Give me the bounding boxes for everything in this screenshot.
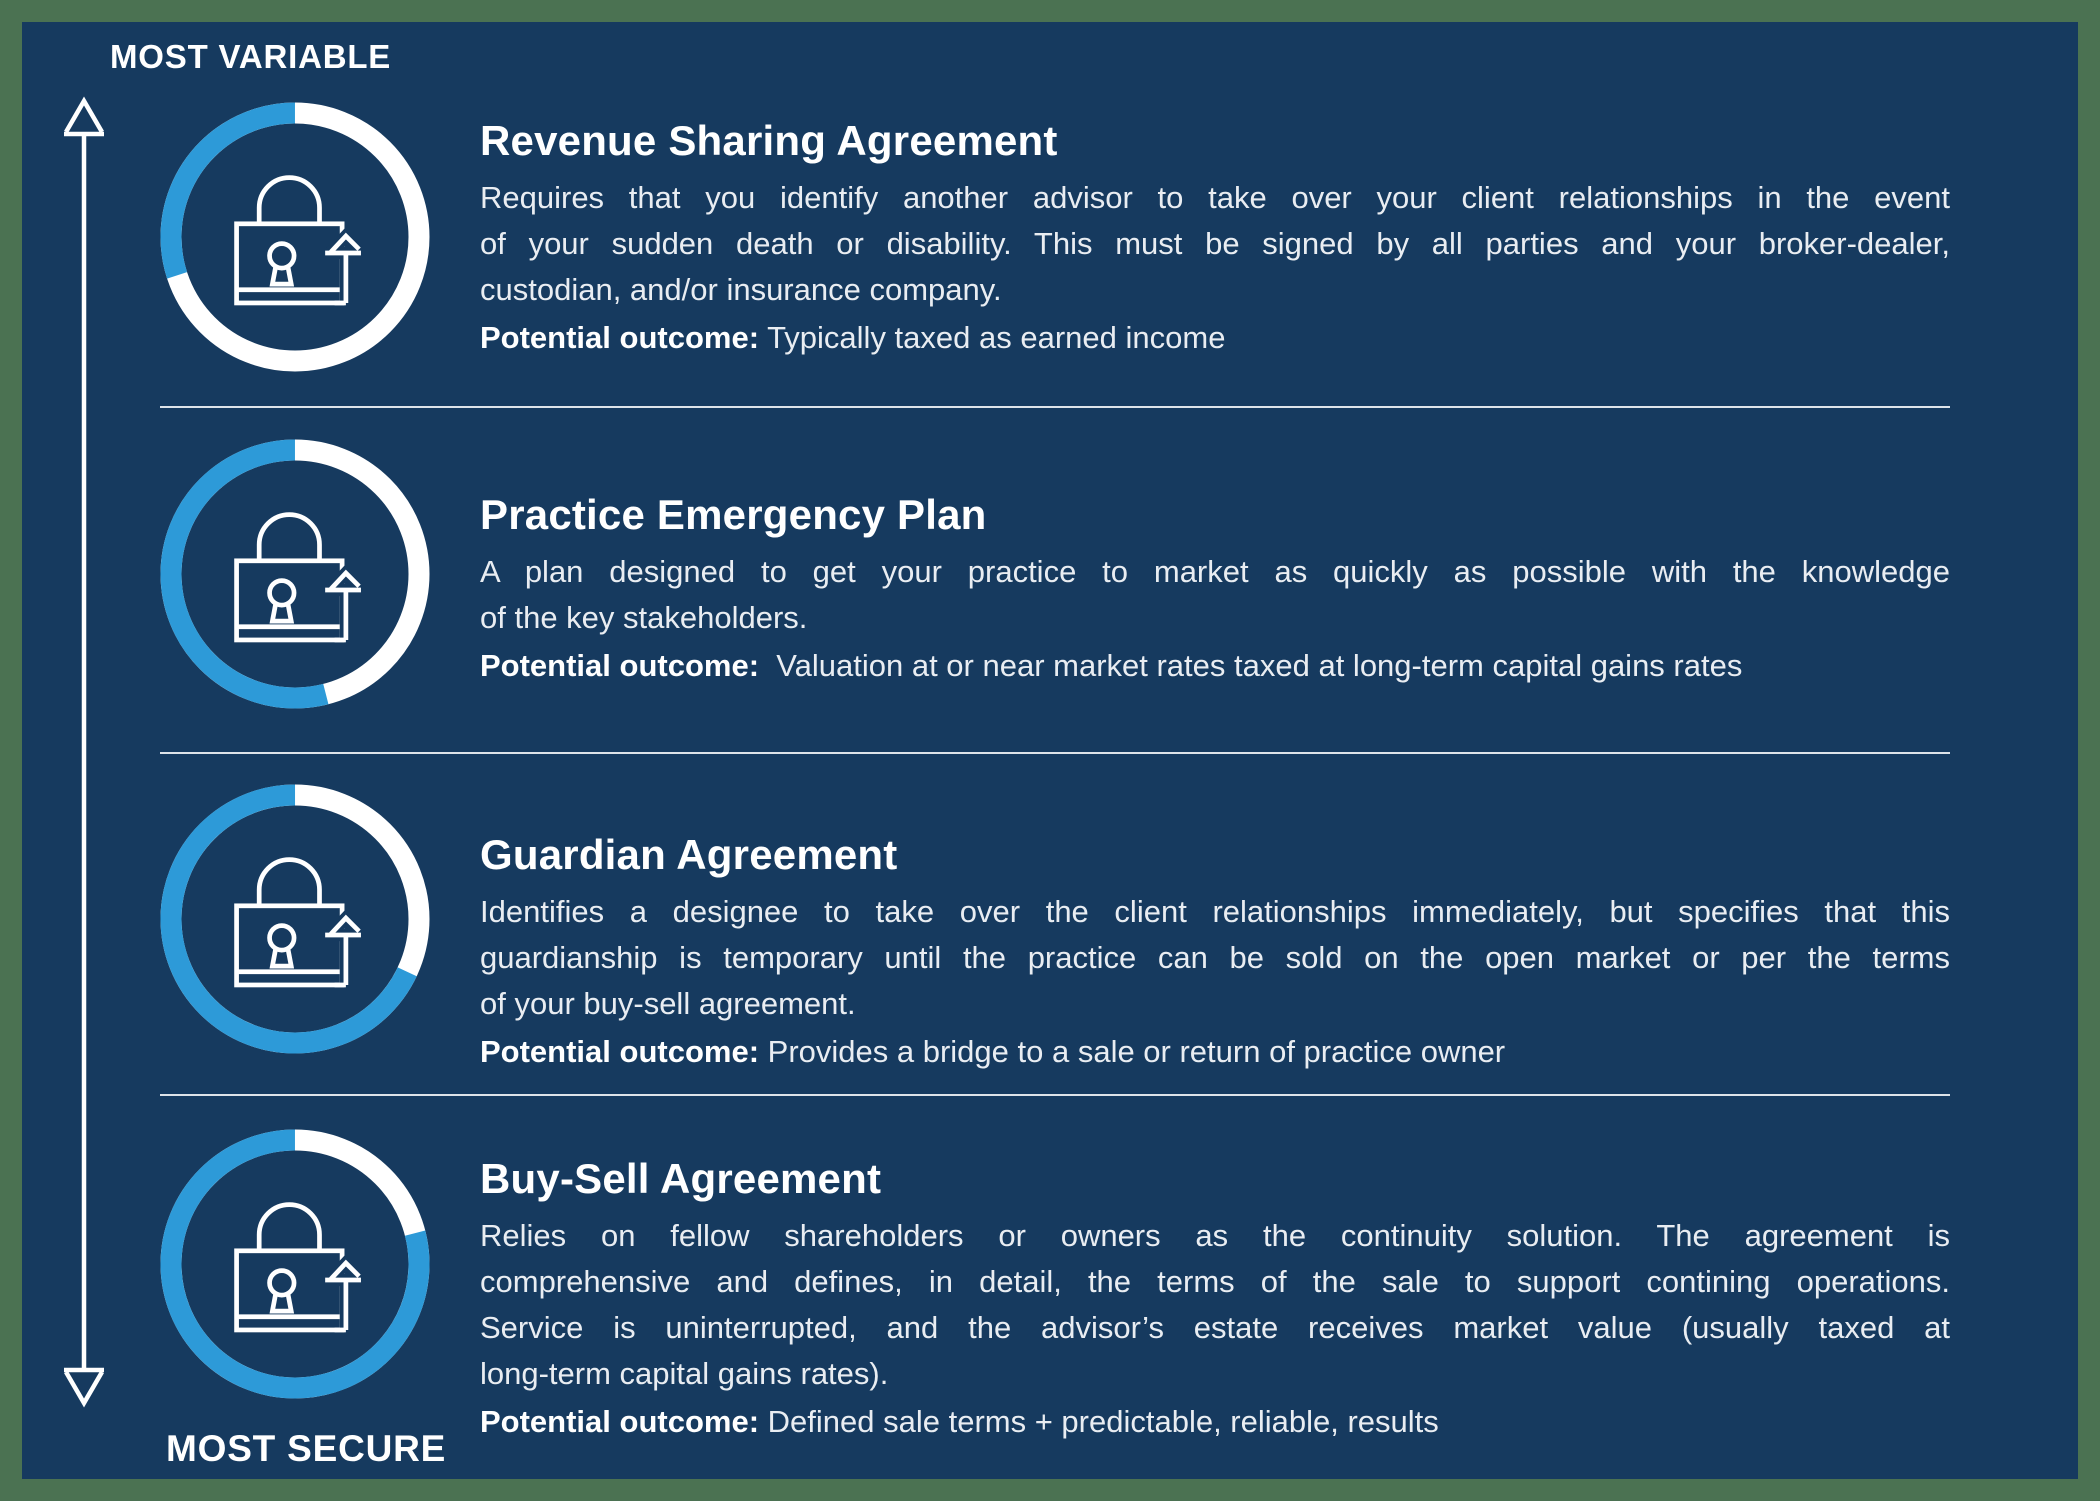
body-line: of your sudden death or disability. This… bbox=[480, 226, 1950, 261]
section-text-block: Practice Emergency Plan A plan designed … bbox=[480, 439, 1950, 689]
body-line: guardianship is temporary until the prac… bbox=[480, 940, 1950, 975]
axis-label-most-secure: MOST SECURE bbox=[166, 1428, 447, 1469]
body-line: Relies on fellow shareholders or owners … bbox=[480, 1218, 1950, 1253]
outcome-text: Valuation at or near market rates taxed … bbox=[767, 648, 1743, 683]
section-outcome: Potential outcome: Defined sale terms + … bbox=[480, 1399, 1950, 1445]
outcome-label: Potential outcome: bbox=[480, 320, 760, 355]
outcome-text: Defined sale terms + predictable, reliab… bbox=[767, 1404, 1439, 1439]
outcome-label: Potential outcome: bbox=[480, 648, 760, 683]
body-line: Requires that you identify another advis… bbox=[480, 180, 1950, 215]
section-outcome: Potential outcome: Provides a bridge to … bbox=[480, 1029, 1950, 1075]
section-body: Requires that you identify another advis… bbox=[480, 175, 1950, 313]
body-line: Service is uninterrupted, and the adviso… bbox=[480, 1310, 1950, 1345]
section-title: Guardian Agreement bbox=[480, 831, 898, 878]
section-text-block: Guardian Agreement Identifies a designee… bbox=[480, 784, 1950, 1075]
section-divider bbox=[160, 1094, 1950, 1096]
padlock-icon bbox=[234, 175, 361, 306]
progress-ring-icon bbox=[160, 1129, 430, 1399]
body-line: Identifies a designee to take over the c… bbox=[480, 894, 1950, 929]
section-title: Revenue Sharing Agreement bbox=[480, 117, 1058, 164]
body-line: long-term capital gains rates). bbox=[480, 1356, 889, 1391]
padlock-icon bbox=[234, 857, 361, 988]
outcome-text: Typically taxed as earned income bbox=[767, 320, 1226, 355]
lock-progress-icon bbox=[160, 102, 430, 372]
outcome-label: Potential outcome: bbox=[480, 1404, 760, 1439]
section-guardian: Guardian Agreement Identifies a designee… bbox=[160, 784, 1950, 1075]
body-line: A plan designed to get your practice to … bbox=[480, 554, 1950, 589]
body-line: comprehensive and defines, in detail, th… bbox=[480, 1264, 1950, 1299]
body-line: of the key stakeholders. bbox=[480, 600, 808, 635]
padlock-icon bbox=[234, 1202, 361, 1333]
padlock-icon bbox=[234, 512, 361, 643]
progress-ring-icon bbox=[160, 102, 430, 372]
progress-ring-icon bbox=[160, 784, 430, 1054]
lock-progress-icon bbox=[160, 439, 430, 709]
section-title: Practice Emergency Plan bbox=[480, 491, 987, 538]
section-divider bbox=[160, 406, 1950, 408]
section-body: Identifies a designee to take over the c… bbox=[480, 889, 1950, 1027]
progress-ring-icon bbox=[160, 439, 430, 709]
section-practice-emergency: Practice Emergency Plan A plan designed … bbox=[160, 439, 1950, 709]
section-buy-sell: Buy-Sell Agreement Relies on fellow shar… bbox=[160, 1129, 1950, 1445]
double-headed-vertical-arrow-icon bbox=[64, 96, 104, 1408]
section-revenue-sharing: Revenue Sharing Agreement Requires that … bbox=[160, 102, 1950, 372]
section-divider bbox=[160, 752, 1950, 754]
lock-progress-icon bbox=[160, 784, 430, 1054]
axis-label-most-variable: MOST VARIABLE bbox=[110, 38, 392, 75]
outcome-text: Provides a bridge to a sale or return of… bbox=[767, 1034, 1506, 1069]
lock-progress-icon bbox=[160, 1129, 430, 1399]
body-line: of your buy-sell agreement. bbox=[480, 986, 856, 1021]
section-text-block: Revenue Sharing Agreement Requires that … bbox=[480, 102, 1950, 361]
section-outcome: Potential outcome: Valuation at or near … bbox=[480, 643, 1950, 689]
section-body: Relies on fellow shareholders or owners … bbox=[480, 1213, 1950, 1397]
outcome-label: Potential outcome: bbox=[480, 1034, 760, 1069]
section-title: Buy-Sell Agreement bbox=[480, 1155, 882, 1202]
section-body: A plan designed to get your practice to … bbox=[480, 549, 1950, 641]
section-outcome: Potential outcome: Typically taxed as ea… bbox=[480, 315, 1950, 361]
body-line: custodian, and/or insurance company. bbox=[480, 272, 1002, 307]
section-text-block: Buy-Sell Agreement Relies on fellow shar… bbox=[480, 1129, 1950, 1445]
